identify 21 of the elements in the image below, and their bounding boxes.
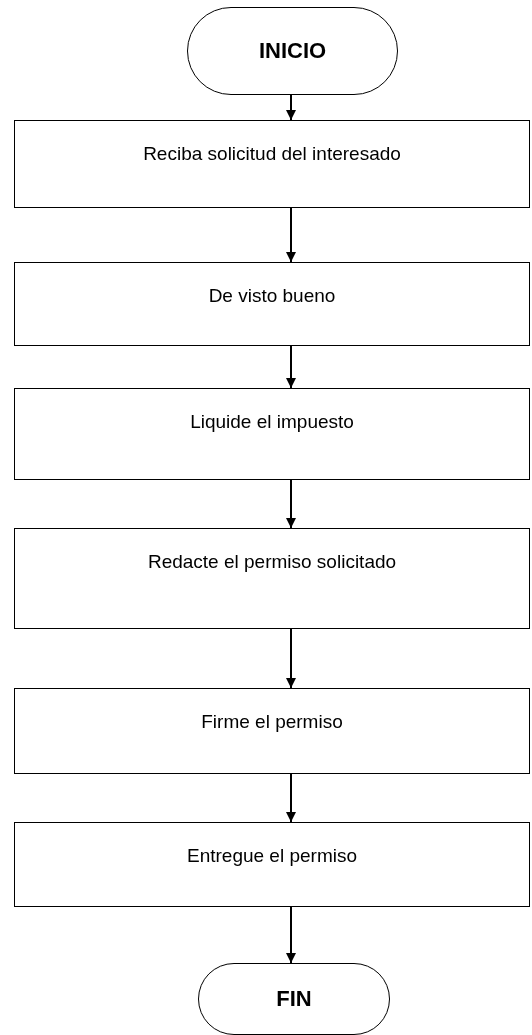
arrow — [286, 207, 296, 263]
arrow — [286, 628, 296, 689]
arrow — [286, 94, 296, 121]
process-box — [14, 262, 530, 346]
node-label: De visto bueno — [208, 285, 336, 306]
node-label: Reciba solicitud del interesado — [143, 143, 401, 164]
node-label: Firme el permiso — [201, 711, 343, 732]
node-label: INICIO — [258, 38, 327, 64]
process-box — [14, 822, 530, 907]
process-box — [14, 388, 530, 480]
node-label: Entregue el permiso — [186, 845, 357, 866]
node-label: Redacte el permiso solicitado — [147, 551, 397, 572]
node-label: Liquide el impuesto — [190, 411, 354, 432]
process-box — [14, 120, 530, 208]
arrow — [286, 345, 296, 389]
arrow — [286, 906, 296, 964]
node-label: FIN — [276, 986, 312, 1012]
arrow — [286, 773, 296, 823]
process-box — [14, 688, 530, 774]
process-box — [14, 528, 530, 629]
arrow — [286, 479, 296, 529]
